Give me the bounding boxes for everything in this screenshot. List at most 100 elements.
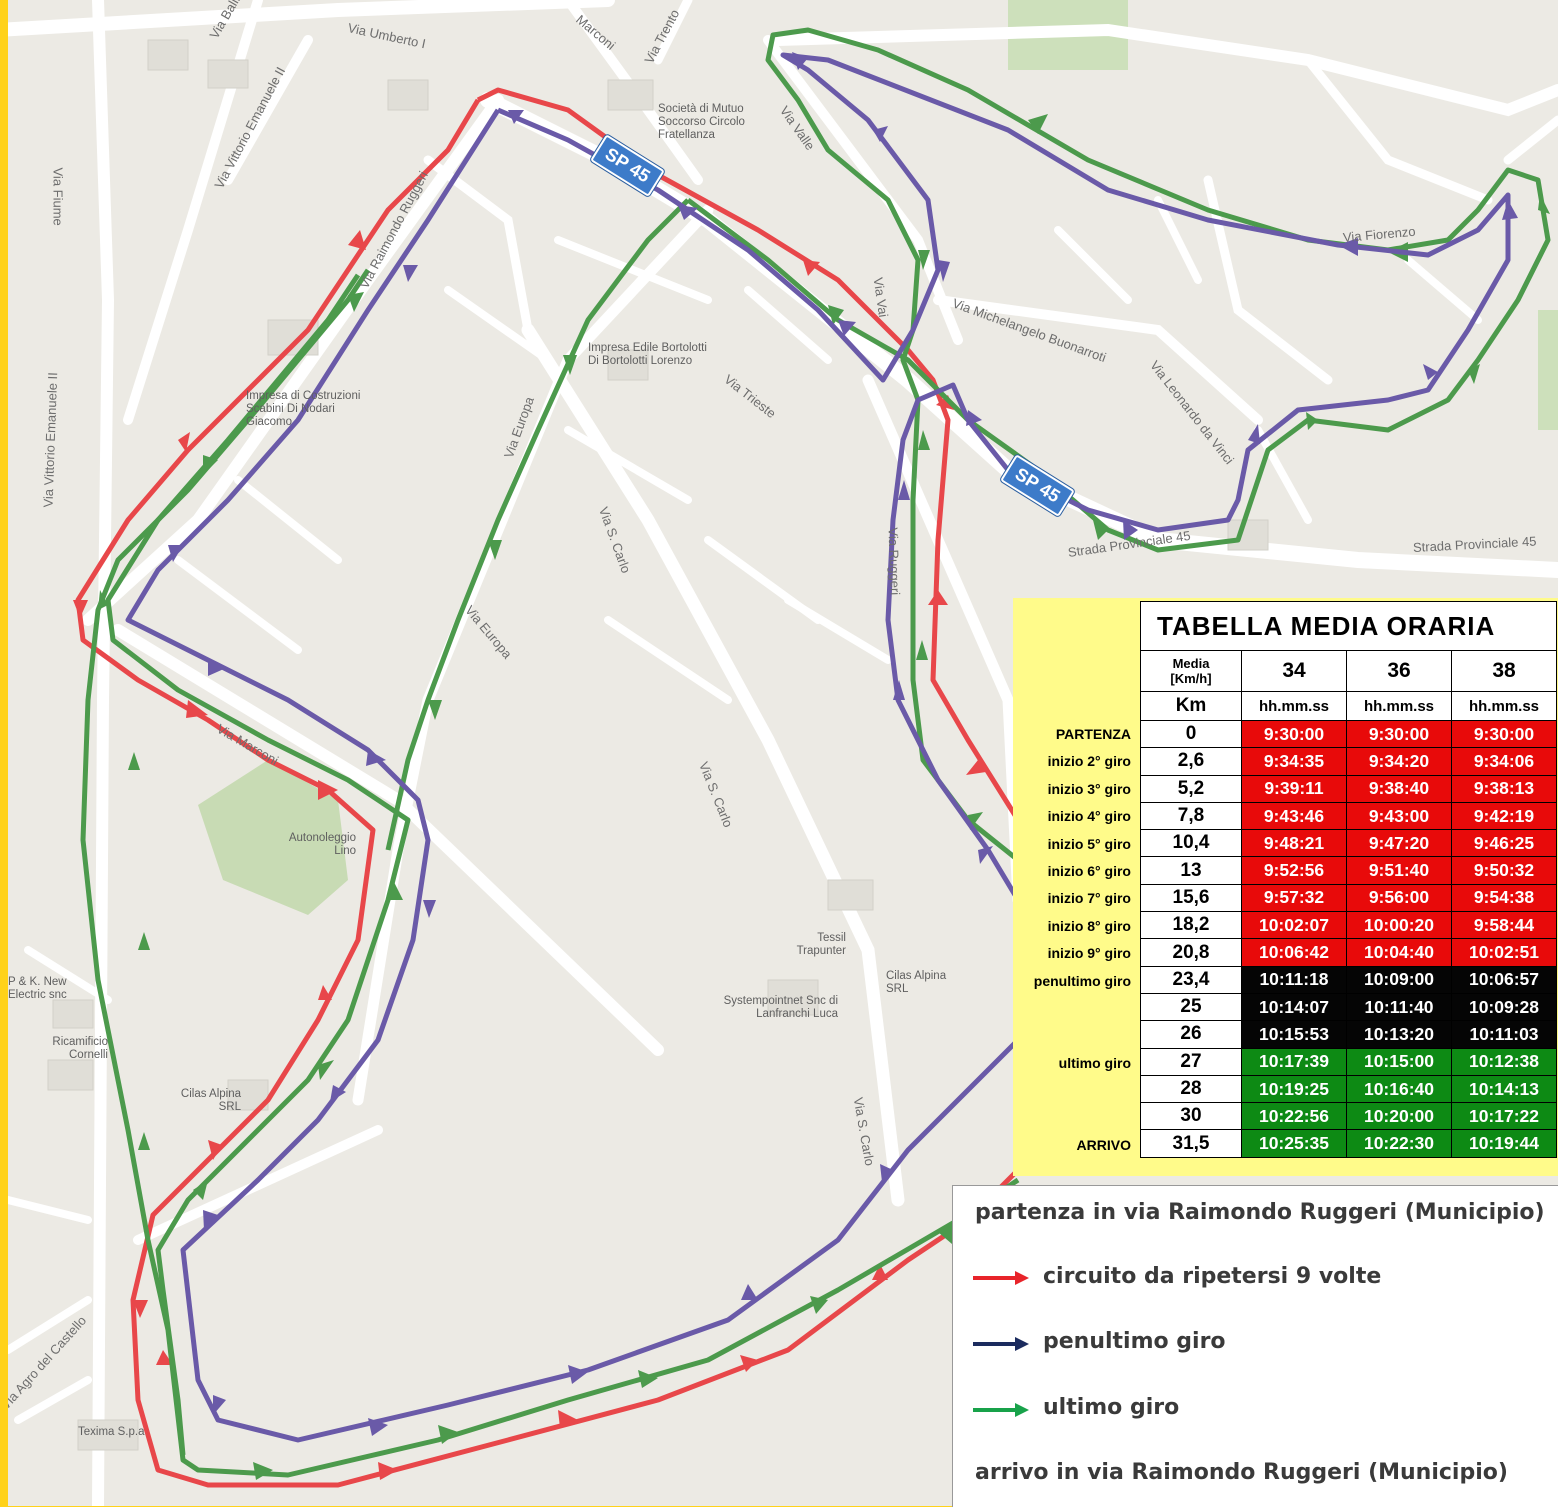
time-cell: 10:22:56 <box>1241 1102 1347 1131</box>
km-header: Km <box>1140 691 1242 721</box>
red-arrow-head <box>1015 1271 1029 1285</box>
speed-header: 38 <box>1451 650 1557 692</box>
km-cell: 28 <box>1140 1074 1242 1104</box>
red-route-line-west <box>75 98 1020 1488</box>
km-cell: 15,6 <box>1140 883 1242 913</box>
format-header: hh.mm.ss <box>1241 691 1347 721</box>
row-label: ultimo giro <box>1058 1054 1131 1071</box>
media-header: Media [Km/h] <box>1140 650 1242 692</box>
time-cell: 9:56:00 <box>1346 883 1452 913</box>
time-cell: 9:57:32 <box>1241 883 1347 913</box>
row-label: inizio 4° giro <box>1047 808 1131 825</box>
legend-finish: arrivo in via Raimondo Ruggeri (Municipi… <box>975 1460 1508 1485</box>
blue-route-line-sp45 <box>497 52 1511 902</box>
timetable: TABELLA MEDIA ORARIA Media [Km/h] 34 36 … <box>1140 601 1557 1158</box>
legend-green: ultimo giro <box>1043 1395 1180 1420</box>
time-cell: 10:00:20 <box>1346 911 1452 940</box>
km-cell: 18,2 <box>1140 911 1242 940</box>
green-route-arrows <box>98 114 1550 1480</box>
row-label: inizio 9° giro <box>1047 945 1131 962</box>
km-cell: 27 <box>1140 1047 1242 1076</box>
blue-arrow-icon <box>973 1337 1029 1351</box>
time-cell: 10:17:22 <box>1451 1102 1557 1131</box>
row-label: inizio 5° giro <box>1047 835 1131 852</box>
blue-arrow-head <box>1015 1337 1029 1351</box>
poi-label: Impresa Edile Bortolotti Di Bortolotti L… <box>588 342 707 367</box>
row-label: PARTENZA <box>1055 726 1131 742</box>
time-cell: 10:15:53 <box>1241 1020 1347 1049</box>
row-label: inizio 8° giro <box>1047 917 1131 934</box>
street-label: Via Ruggeri <box>885 527 903 596</box>
time-cell: 10:12:38 <box>1451 1047 1557 1076</box>
format-header: hh.mm.ss <box>1451 691 1557 721</box>
time-cell: 10:06:57 <box>1451 965 1557 994</box>
time-cell: 10:25:35 <box>1241 1129 1347 1158</box>
time-cell: 10:09:28 <box>1451 992 1557 1022</box>
media-label: Media <box>1172 656 1210 671</box>
time-cell: 9:38:40 <box>1346 774 1452 803</box>
time-cell: 10:17:39 <box>1241 1047 1347 1076</box>
time-cell: 10:22:30 <box>1346 1129 1452 1158</box>
green-route-line-europa <box>385 198 690 851</box>
time-cell: 9:34:35 <box>1241 747 1347 776</box>
legend-start: partenza in via Raimondo Ruggeri (Munici… <box>975 1200 1545 1225</box>
km-cell: 26 <box>1140 1020 1242 1049</box>
km-cell: 5,2 <box>1140 774 1242 803</box>
time-cell: 9:30:00 <box>1346 719 1452 749</box>
time-cell: 9:46:25 <box>1451 829 1557 858</box>
poi-label: Tessil Trapunter <box>796 932 846 957</box>
km-cell: 0 <box>1140 719 1242 749</box>
blue-route-line <box>125 108 1020 1443</box>
time-cell: 9:42:19 <box>1451 801 1557 831</box>
time-cell: 10:02:51 <box>1451 938 1557 967</box>
time-cell: 10:04:40 <box>1346 938 1452 967</box>
media-unit: [Km/h] <box>1170 671 1212 686</box>
time-cell: 10:09:00 <box>1346 965 1452 994</box>
time-cell: 9:30:00 <box>1451 719 1557 749</box>
red-arrow-icon <box>973 1271 1029 1285</box>
time-cell: 10:06:42 <box>1241 938 1347 967</box>
time-cell: 10:11:18 <box>1241 965 1347 994</box>
time-cell: 10:15:00 <box>1346 1047 1452 1076</box>
time-cell: 9:48:21 <box>1241 829 1347 858</box>
green-arrow-icon <box>973 1403 1029 1417</box>
row-label: inizio 2° giro <box>1047 753 1131 770</box>
row-label: penultimo giro <box>1033 972 1131 989</box>
km-cell: 25 <box>1140 992 1242 1022</box>
poi-label: Systempointnet Snc di Lanfranchi Luca <box>723 995 838 1020</box>
km-cell: 23,4 <box>1140 965 1242 994</box>
km-cell: 7,8 <box>1140 801 1242 831</box>
time-cell: 9:54:38 <box>1451 883 1557 913</box>
time-cell: 10:19:44 <box>1451 1129 1557 1158</box>
speed-header: 34 <box>1241 650 1347 692</box>
legend: partenza in via Raimondo Ruggeri (Munici… <box>952 1185 1558 1507</box>
time-cell: 10:19:25 <box>1241 1074 1347 1104</box>
time-cell: 10:20:00 <box>1346 1102 1452 1131</box>
street-label: Via Fiume <box>50 167 66 226</box>
km-cell: 31,5 <box>1140 1129 1242 1158</box>
blue-route-arrows <box>168 52 1518 1436</box>
time-cell: 9:38:13 <box>1451 774 1557 803</box>
poi-label: Impresa di Costruzioni Scabini Di Nodari… <box>246 390 361 428</box>
time-cell: 9:39:11 <box>1241 774 1347 803</box>
legend-red: circuito da ripetersi 9 volte <box>1043 1264 1382 1289</box>
poi-label: Cilas Alpina SRL <box>886 970 947 995</box>
time-cell: 10:14:07 <box>1241 992 1347 1022</box>
row-label: inizio 7° giro <box>1047 890 1131 907</box>
time-cell: 9:43:00 <box>1346 801 1452 831</box>
green-route-line-inner <box>105 273 411 1456</box>
time-cell: 10:11:40 <box>1346 992 1452 1022</box>
km-cell: 10,4 <box>1140 829 1242 858</box>
time-cell: 10:16:40 <box>1346 1074 1452 1104</box>
